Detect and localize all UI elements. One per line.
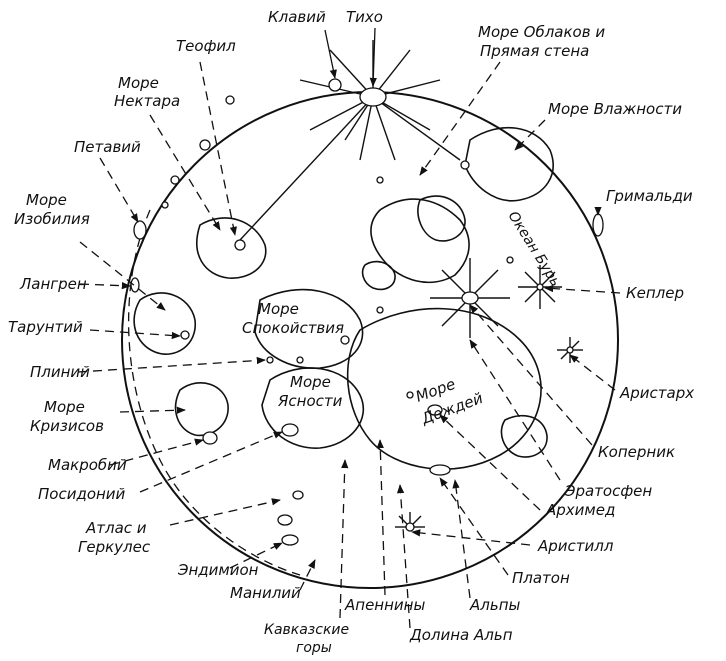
label-kavkazskie-2: горы (296, 640, 332, 656)
aristillus-crater (405, 522, 415, 532)
label-taruntiy: Таpунтий (8, 318, 83, 336)
label-more-izobiliya-2: Изобилия (14, 210, 90, 228)
label-eratosfen: Эратосфен (564, 482, 652, 500)
label-more-nektara-2: Нектара (114, 92, 180, 110)
hercules-crater (292, 490, 304, 500)
plato-crater (429, 464, 451, 476)
label-klaviy: Клавий (268, 8, 326, 26)
leader-lines (77, 27, 621, 629)
label-more-oblakov-1: Море Облаков и (478, 23, 605, 41)
moon-disc (121, 91, 619, 589)
label-atlas-1: Атлас и (85, 519, 147, 537)
label-platon: Платон (512, 569, 570, 587)
label-grimaldi: Гримальди (606, 187, 693, 205)
label-more-krizisov-2: Кризисов (30, 417, 104, 435)
grimaldi-crater (592, 213, 604, 237)
label-more-yasnosti-1: Море (290, 373, 331, 391)
label-more-spokoystviya-1: Море (258, 300, 299, 318)
posidonius-crater (281, 423, 299, 437)
plinius-crater (266, 356, 274, 364)
label-apenniny: Апеннины (344, 596, 425, 614)
label-atlas-2: Геркулес (78, 538, 151, 556)
label-more-krizisov-1: Море (44, 398, 85, 416)
label-aristill: Аристилл (537, 537, 614, 555)
label-endimion: Эндимион (177, 561, 259, 579)
macrobius-crater (202, 431, 218, 445)
label-kopernik: Коперник (598, 443, 675, 461)
label-tikho: Тихо (346, 8, 383, 26)
label-more-oblakov-2: Прямая стена (480, 42, 589, 60)
label-more-izobiliya-1: Море (26, 191, 67, 209)
label-alpy: Альпы (469, 596, 520, 614)
label-arkhimed: Архимед (545, 501, 615, 519)
craters (130, 78, 604, 546)
label-maniliy: Манилий (230, 584, 301, 602)
clavius-crater (328, 78, 342, 92)
taruntius-crater (180, 330, 190, 340)
label-more-vlazhnosti: Море Влажности (548, 100, 682, 118)
label-more-spokoystviya-2: Спокойствия (242, 319, 344, 337)
limb-boundary (127, 209, 301, 576)
label-teofil: Теофил (176, 37, 236, 55)
tycho-crater (359, 87, 387, 107)
copernicus-crater (461, 291, 479, 305)
theophilus-crater (234, 239, 246, 251)
label-makrobiy: Макробий (48, 456, 127, 474)
label-kavkazskie-1: Кавказские (264, 622, 349, 638)
archimedes-crater (427, 404, 443, 416)
label-pliniy: Плиний (30, 363, 90, 381)
label-posidoniy: Посидоний (38, 485, 126, 503)
label-more-nektara-1: Море (118, 74, 159, 92)
label-more-yasnosti-2: Ясности (277, 392, 343, 410)
label-petaviy: Петавий (74, 138, 141, 156)
endymion-crater (281, 534, 299, 546)
aristarchus-crater (566, 346, 574, 354)
label-dolina-alp: Долина Альп (409, 626, 513, 644)
label-langren: Лангрен (19, 275, 87, 293)
labels: Клавий Тихо Море Облаков и Прямая стена … (8, 8, 694, 656)
label-kepler: Кеплер (626, 284, 684, 302)
petavius-crater (133, 220, 147, 240)
label-aristarkh: Аристарх (619, 384, 694, 402)
atlas-crater (277, 514, 293, 526)
kepler-crater (536, 283, 544, 291)
langrenus-crater (130, 277, 140, 293)
